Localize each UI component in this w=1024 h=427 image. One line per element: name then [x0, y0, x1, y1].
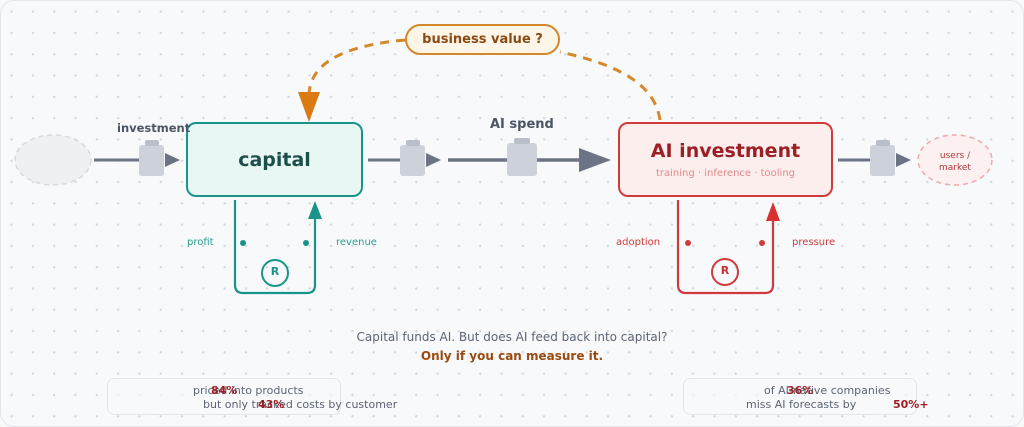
pressure-label: pressure: [792, 237, 836, 248]
caption-answer: Only if you can measure it.: [420, 349, 604, 363]
stat-left-line1: priced into products: [193, 384, 304, 397]
profit-link-dot: [240, 240, 246, 246]
adoption-label: adoption: [616, 237, 661, 248]
investment-flow-label: investment: [117, 121, 191, 135]
source-cloud: [14, 134, 92, 186]
ai-loop-type: R: [720, 264, 730, 277]
ai-investment-subtitle: training · inference · tooling: [655, 168, 796, 179]
profit-label: profit: [187, 237, 214, 248]
stat-right-value2: 50%+: [893, 398, 929, 411]
caption-question: Capital funds AI. But does AI feed back …: [356, 330, 668, 344]
stat-card-left: [107, 378, 341, 415]
ai-investment-stock[interactable]: AI investment training · inference · too…: [618, 122, 833, 197]
capital-stock[interactable]: capital: [186, 122, 363, 197]
business-value-label: business value ?: [422, 32, 543, 47]
business-value-feedback-link: [307, 38, 662, 121]
revenue-label: revenue: [336, 237, 377, 248]
ai-spend-flow-arrow: [579, 148, 611, 172]
ai-loop-path: [676, 200, 775, 295]
revenue-link-dot: [303, 240, 309, 246]
sink-cloud: [917, 134, 993, 186]
feedback-arrowhead: [298, 92, 320, 122]
stat-card-right: [683, 378, 917, 415]
stat-left-value1: 84%: [211, 384, 238, 397]
sink-label-line2: market: [939, 163, 971, 173]
capital-loop-arrowhead: [308, 201, 322, 219]
ai-spend-flow-label: AI spend: [490, 117, 554, 132]
stat-right-value1: 36%: [787, 384, 814, 397]
capital-loop-type: R: [270, 265, 280, 278]
pressure-link-dot: [759, 240, 765, 246]
business-value-badge: business value ?: [405, 24, 560, 55]
valve-icon[interactable]: [507, 138, 537, 176]
investment-flow-arrow: [165, 153, 180, 167]
capital-stock-label: capital: [238, 148, 311, 171]
capital-outflow-arrow: [426, 153, 441, 167]
valve-icon[interactable]: [139, 140, 164, 176]
stat-right-line2: miss AI forecasts by: [746, 398, 857, 411]
sink-label-line1: users /: [939, 151, 971, 161]
valve-icon[interactable]: [870, 140, 895, 176]
market-flow-arrow: [896, 153, 911, 167]
ai-loop-arrowhead: [766, 202, 780, 221]
capital-loop-path: [233, 200, 317, 295]
valve-icon[interactable]: [400, 140, 425, 176]
reinforcing-loop-marker: [261, 259, 289, 287]
ai-investment-label: AI investment: [650, 140, 801, 162]
sink-label: users / market: [918, 150, 992, 174]
stat-left-line2: but only tracked costs by customer: [203, 398, 398, 411]
reinforcing-loop-marker: [711, 258, 739, 286]
stat-left-value2: 43%: [258, 398, 285, 411]
adoption-link-dot: [685, 240, 691, 246]
stat-right-line1: of AI-native companies: [764, 384, 891, 397]
